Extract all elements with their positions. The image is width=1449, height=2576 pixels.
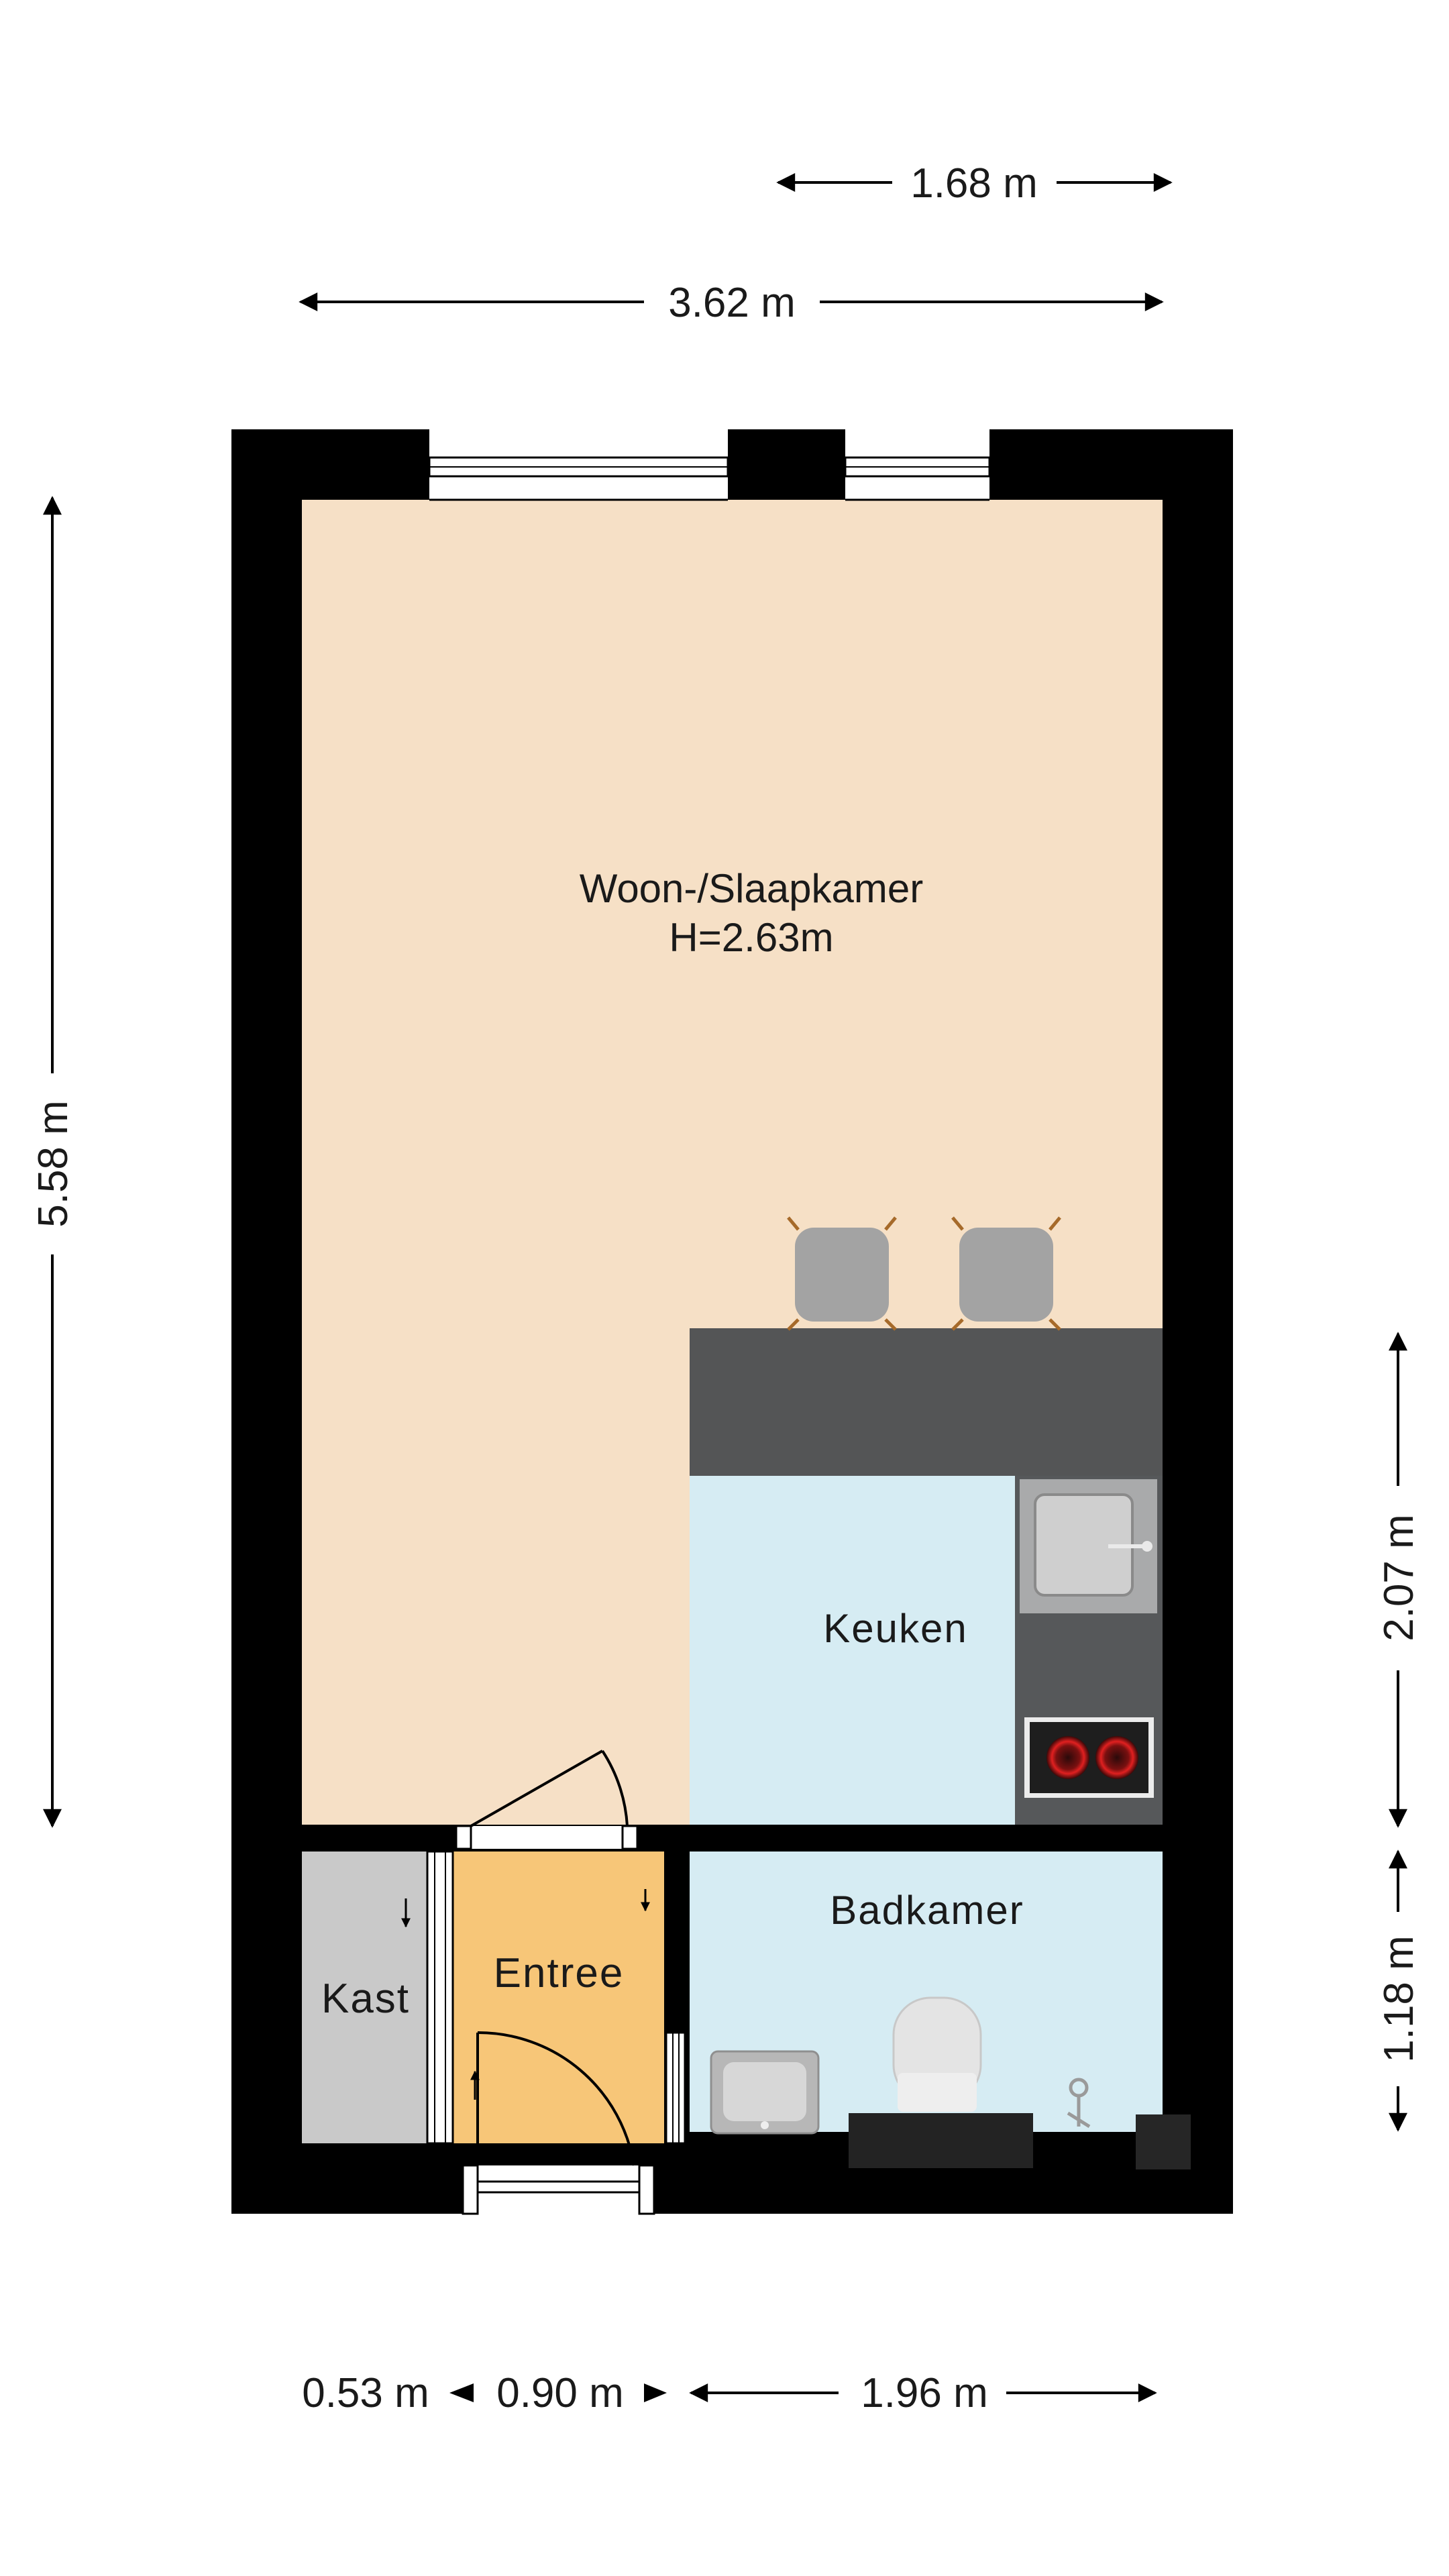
dimension-top-short: 1.68 m — [776, 160, 1173, 207]
room-name-entrance: Entree — [494, 1950, 625, 1996]
dimension-label: 0.90 m — [496, 2370, 624, 2416]
dimension-label: 2.07 m — [1376, 1514, 1422, 1642]
room-name-closet: Kast — [321, 1976, 410, 2022]
window — [428, 429, 729, 501]
door-swing — [470, 1750, 629, 1827]
shower-tap-icon — [1067, 2078, 1091, 2129]
dimension-right-upper: 2.07 m — [1376, 1332, 1422, 1828]
dimension-right-lower: 1.18 m — [1376, 1849, 1422, 2132]
kitchen-sink-icon — [1020, 1479, 1157, 1613]
bar-stool-icon — [787, 1216, 897, 1331]
door-swing — [476, 2031, 635, 2166]
closet-partition — [426, 1850, 454, 2145]
door-frame — [456, 1826, 637, 1849]
toilet-icon — [892, 1996, 982, 2112]
bar-stool-icon — [951, 1216, 1061, 1331]
dimension-bottom: 0.53 m 0.90 m 1.96 m — [302, 2370, 1157, 2416]
front-door-frame — [463, 2165, 654, 2214]
dimension-left-height: 5.58 m — [30, 496, 76, 1828]
toilet-cistern-box — [849, 2113, 1033, 2168]
window — [844, 429, 991, 501]
room-name-bathroom: Badkamer — [830, 1888, 1024, 1933]
dimension-label: 5.58 m — [30, 1100, 76, 1228]
room-name-living: Woon-/Slaapkamer — [580, 866, 923, 911]
cooktop-icon — [1024, 1717, 1154, 1798]
room-height-living: H=2.63m — [669, 915, 833, 960]
entrance-floor — [453, 1851, 664, 2143]
dimension-label: 3.62 m — [668, 280, 796, 326]
drain-box — [1136, 2114, 1191, 2169]
bar-counter — [690, 1328, 1163, 1476]
kitchen-floor — [690, 1476, 1015, 1825]
inner-wall — [302, 1825, 453, 1851]
dimension-label: 1.68 m — [910, 160, 1038, 207]
room-name-kitchen: Keuken — [823, 1606, 968, 1651]
inner-wall — [641, 1825, 1163, 1851]
dimension-label: 1.18 m — [1376, 1935, 1422, 2063]
dimension-label: 0.53 m — [302, 2370, 429, 2416]
dimension-label: 1.96 m — [861, 2370, 988, 2416]
dimension-top-long: 3.62 m — [299, 280, 1164, 326]
bathroom-door-frame — [665, 2031, 686, 2145]
bathroom-sink-icon — [710, 2050, 820, 2135]
